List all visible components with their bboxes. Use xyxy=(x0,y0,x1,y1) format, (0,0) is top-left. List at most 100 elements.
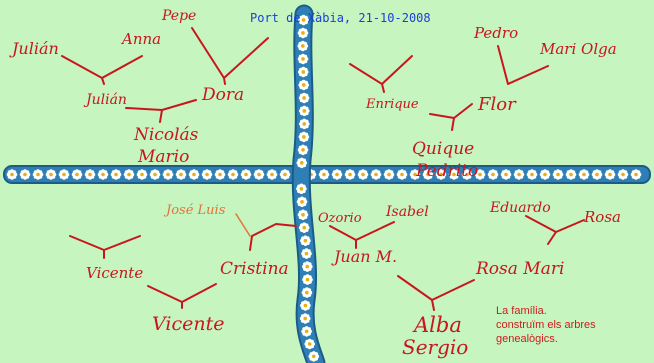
caption-note: La família. construïm els arbres genealò… xyxy=(496,305,596,345)
daisy-flower xyxy=(300,313,311,324)
daisy-flower xyxy=(300,235,311,246)
name-juan-m: Juan M. xyxy=(331,247,397,266)
name-enrique: Enrique xyxy=(365,97,419,112)
branch-jose-luis xyxy=(236,214,250,236)
branch-vicente-cristina xyxy=(148,284,216,308)
name-jose-luis: José Luis xyxy=(163,203,226,218)
daisy-flower xyxy=(618,169,629,180)
branch-pepe-dora xyxy=(192,28,268,84)
daisy-flower xyxy=(592,169,603,180)
daisy-flower xyxy=(20,169,31,180)
branch-vicente xyxy=(70,236,140,258)
daisy-flower xyxy=(124,169,135,180)
name-pedro: Pedro xyxy=(473,24,518,42)
branch-enrique xyxy=(350,56,412,92)
name-dora: Dora xyxy=(201,85,244,105)
note-line-1: La família. xyxy=(496,305,547,317)
tree-top-right: Pedro Mari Olga Enrique Flor Quique Pedr… xyxy=(350,24,617,181)
daisy-flower xyxy=(488,169,499,180)
daisy-flower xyxy=(163,169,174,180)
daisy-flower xyxy=(384,169,395,180)
flower-path-vertical xyxy=(296,14,319,363)
daisy-flower xyxy=(298,67,309,78)
daisy-flower xyxy=(501,169,512,180)
daisy-flower xyxy=(7,169,18,180)
daisy-flower xyxy=(540,169,551,180)
daisy-flower xyxy=(297,158,308,169)
daisy-flower xyxy=(319,169,330,180)
daisy-flower xyxy=(301,326,312,337)
daisy-flower xyxy=(228,169,239,180)
drawing-title: Port de Xàbia, 21-10-2008 xyxy=(250,11,431,25)
branch-juan-rosa xyxy=(398,276,474,310)
name-cristina: Cristina xyxy=(220,259,289,279)
name-ozorio: Ozorio xyxy=(318,211,362,226)
daisy-flower xyxy=(85,169,96,180)
name-mario: Mario xyxy=(137,147,189,167)
name-eduardo: Eduardo xyxy=(489,200,551,216)
daisy-flower xyxy=(605,169,616,180)
branch-enrique-flor xyxy=(430,104,472,130)
name-flor: Flor xyxy=(477,94,517,115)
name-vicente: Vicente xyxy=(152,313,224,335)
daisy-flower xyxy=(59,169,70,180)
daisy-flower xyxy=(299,93,310,104)
daisy-flower xyxy=(397,169,408,180)
daisy-flower xyxy=(298,210,309,221)
name-mari-olga: Mari Olga xyxy=(539,40,617,58)
name-nicolas: Nicolás xyxy=(133,125,199,145)
daisy-flower xyxy=(299,222,310,233)
daisy-flower xyxy=(111,169,122,180)
name-pedrito: Pedrito xyxy=(415,161,478,181)
daisy-flower xyxy=(297,197,308,208)
branch-cristina xyxy=(250,224,296,250)
daisy-flower xyxy=(298,28,309,39)
name-anna: Anna xyxy=(120,30,161,48)
daisy-flower xyxy=(527,169,538,180)
name-rosa: Rosa xyxy=(583,208,621,226)
daisy-flower xyxy=(46,169,57,180)
name-sergio: Sergio xyxy=(402,335,468,359)
daisy-flower xyxy=(150,169,161,180)
daisy-flower xyxy=(299,132,310,143)
tree-top-left: Julián Anna Pepe Julián Dora Nicolás Mar… xyxy=(9,8,268,167)
name-julian-top: Julián xyxy=(9,39,59,58)
daisy-flower xyxy=(309,351,320,362)
daisy-flower xyxy=(296,184,307,195)
daisy-flower xyxy=(241,169,252,180)
name-alba: Alba xyxy=(412,313,462,337)
daisy-flower xyxy=(579,169,590,180)
daisy-flower xyxy=(299,119,310,130)
branch-julian-anna xyxy=(62,56,142,84)
daisy-flower xyxy=(300,300,311,311)
daisy-flower xyxy=(72,169,83,180)
name-rosa-mari: Rosa Mari xyxy=(475,259,564,279)
daisy-flower xyxy=(345,169,356,180)
daisy-flower xyxy=(189,169,200,180)
daisy-flower xyxy=(267,169,278,180)
daisy-flower xyxy=(302,261,313,272)
note-line-3: genealògics. xyxy=(496,333,558,345)
daisy-flower xyxy=(33,169,44,180)
daisy-flower xyxy=(299,106,310,117)
daisy-flower xyxy=(302,274,313,285)
branch-eduardo-rosa xyxy=(526,216,584,244)
daisy-flower xyxy=(358,169,369,180)
daisy-flower xyxy=(280,169,291,180)
name-isabel: Isabel xyxy=(385,204,429,220)
name-pepe: Pepe xyxy=(161,8,196,24)
name-quique: Quique xyxy=(412,139,474,159)
daisy-flower xyxy=(302,287,313,298)
name-julian: Julián xyxy=(83,92,127,108)
daisy-flower xyxy=(298,54,309,65)
daisy-flower xyxy=(215,169,226,180)
daisy-flower xyxy=(304,339,315,350)
flower-path-horizontal xyxy=(4,166,650,183)
daisy-flower xyxy=(566,169,577,180)
daisy-flower xyxy=(371,169,382,180)
daisy-flower xyxy=(298,145,309,156)
daisy-flower xyxy=(98,169,109,180)
daisy-flower xyxy=(301,248,312,259)
